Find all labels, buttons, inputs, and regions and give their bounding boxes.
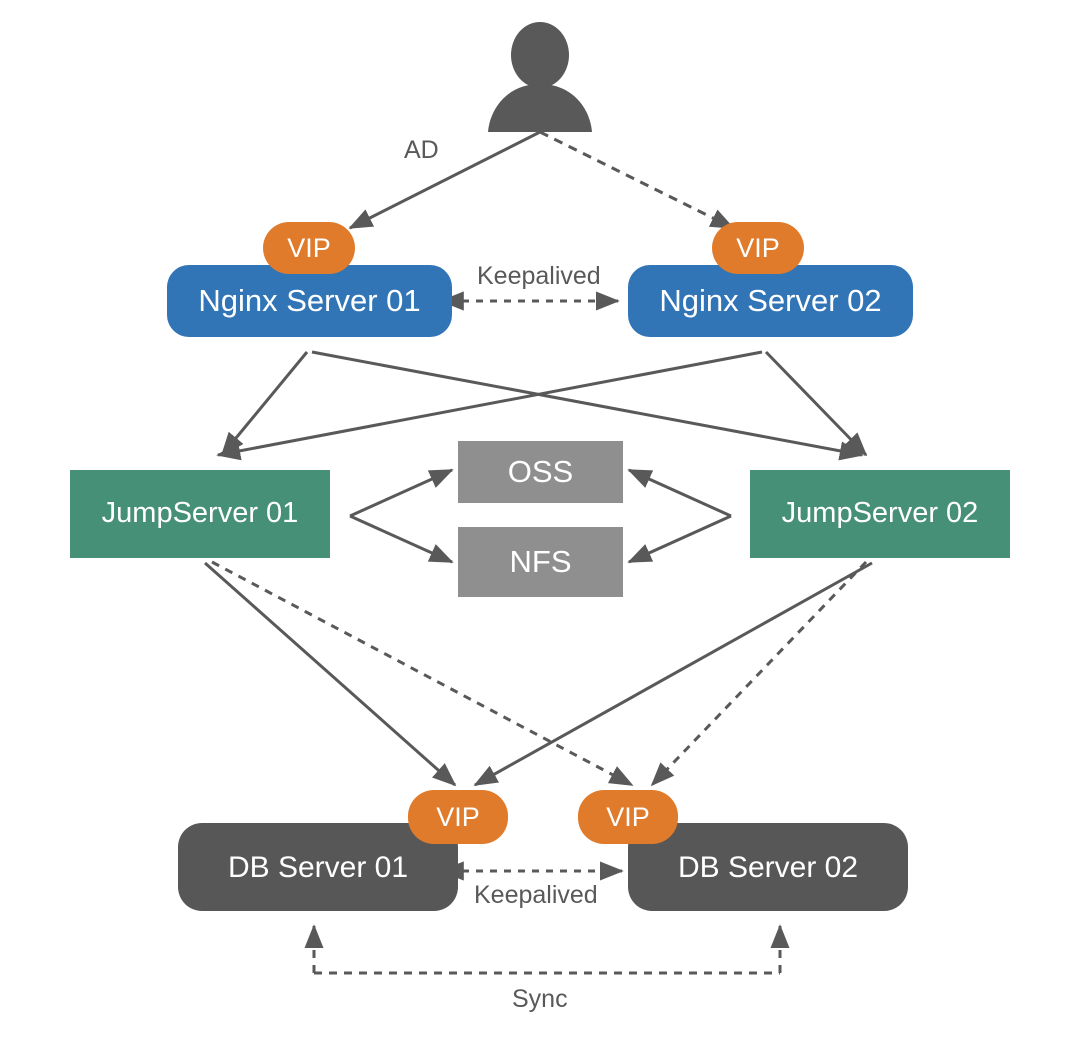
edge-nginx02-to-jumpserver01 <box>216 350 763 461</box>
node-db-server-02[interactable]: DB Server 02 <box>628 823 908 911</box>
vip-label: VIP <box>436 801 480 832</box>
node-label: OSS <box>507 453 574 489</box>
edge-nginx02-to-jumpserver02 <box>764 350 868 457</box>
node-label: Nginx Server 02 <box>659 282 882 318</box>
vip-badge-nginx-01[interactable]: VIP <box>263 222 355 274</box>
edge-nginx01-to-jumpserver02 <box>311 350 864 461</box>
edge-label-keepalived-nginx: Keepalived <box>477 262 601 290</box>
node-label: NFS <box>509 543 572 579</box>
node-jumpserver-01[interactable]: JumpServer 01 <box>70 470 330 558</box>
edge-jumpserver02-to-nfs <box>627 514 732 564</box>
vip-badge-nginx-02[interactable]: VIP <box>712 222 804 274</box>
node-jumpserver-02[interactable]: JumpServer 02 <box>750 470 1010 558</box>
vip-label: VIP <box>287 232 331 263</box>
node-db-server-01[interactable]: DB Server 01 <box>178 823 458 911</box>
node-label: DB Server 02 <box>677 850 859 884</box>
node-label: JumpServer 01 <box>101 497 299 530</box>
edge-jumpserver01-to-oss <box>349 468 454 518</box>
edge-label-ad: AD <box>404 136 439 164</box>
edge-jumpserver01-to-nfs <box>349 514 454 564</box>
edge-jumpserver02-to-db02 <box>650 560 868 787</box>
edge-jumpserver02-to-oss <box>627 468 732 518</box>
edge-label-sync: Sync <box>512 985 568 1013</box>
node-label: JumpServer 02 <box>781 497 979 530</box>
user-silhouette-icon <box>480 22 600 132</box>
edge-nginx01-to-jumpserver01 <box>220 351 309 457</box>
edge-user-to-nginx02 <box>539 130 735 230</box>
edge-jumpserver01-to-db01 <box>204 561 457 787</box>
node-nfs[interactable]: NFS <box>458 527 623 597</box>
node-oss[interactable]: OSS <box>458 441 623 503</box>
vip-label: VIP <box>606 801 650 832</box>
vip-badge-db-02[interactable]: VIP <box>578 790 678 844</box>
node-label: Nginx Server 01 <box>198 282 421 318</box>
edge-user-to-nginx01 <box>348 130 541 230</box>
edge-label-keepalived-db: Keepalived <box>474 881 598 909</box>
node-nginx-server-02[interactable]: Nginx Server 02 <box>628 265 913 337</box>
vip-label: VIP <box>736 232 780 263</box>
node-nginx-server-01[interactable]: Nginx Server 01 <box>167 265 452 337</box>
vip-badge-db-01[interactable]: VIP <box>408 790 508 844</box>
node-label: DB Server 01 <box>227 850 409 884</box>
